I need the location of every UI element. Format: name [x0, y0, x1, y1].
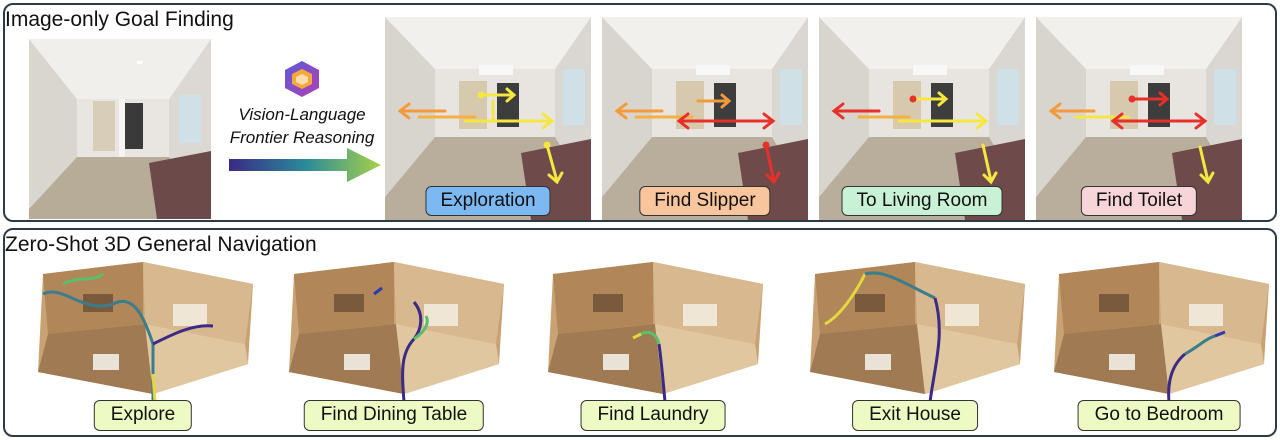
- goal-image: [29, 39, 211, 219]
- go-to-bedroom-frame: Go to Bedroom: [1039, 254, 1279, 434]
- frontier-arrows-icon: [614, 93, 781, 185]
- floorplan-3d-view: [810, 262, 1025, 403]
- tag-to-living-room: To Living Room: [841, 186, 1003, 216]
- explore-frame: Explore: [23, 254, 263, 434]
- tag-find-toilet: Find Toilet: [1080, 186, 1198, 216]
- frontier-arrows-icon: [1048, 91, 1215, 185]
- image-goal-panel: Image-only Goal Finding Visio: [3, 3, 1277, 222]
- floorplan-3d-view: [548, 262, 763, 403]
- nav-tag-explore: Explore: [93, 400, 193, 431]
- floorplan-3d-view: [1054, 262, 1269, 403]
- vlm-label-line1: Vision-Language: [238, 105, 366, 124]
- find-toilet-frame: Find Toilet: [1036, 17, 1242, 220]
- tag-exploration: Exploration: [425, 186, 551, 216]
- find-laundry-frame: Find Laundry: [533, 254, 773, 434]
- panel-title-general-navigation: Zero-Shot 3D General Navigation: [5, 233, 317, 256]
- gradient-arrow-icon: [229, 148, 381, 182]
- to-living-room-frame: To Living Room: [819, 17, 1025, 220]
- tag-find-slipper: Find Slipper: [639, 186, 771, 216]
- general-navigation-panel: Zero-Shot 3D General Navigation Explore: [3, 228, 1277, 437]
- vlm-logo-icon: [285, 61, 319, 97]
- nav-tag-exit-house: Exit House: [852, 400, 978, 431]
- exploration-frame: Exploration: [385, 17, 591, 220]
- panel-title-image-goal: Image-only Goal Finding: [5, 8, 234, 31]
- find-slipper-frame: Find Slipper: [602, 17, 808, 220]
- nav-tag-find-laundry: Find Laundry: [580, 400, 726, 431]
- vlm-label-line2: Frontier Reasoning: [229, 128, 375, 147]
- exit-house-frame: Exit House: [795, 254, 1035, 434]
- vlm-label: Vision-Language Frontier Reasoning: [223, 103, 381, 149]
- floorplan-3d-view: [38, 262, 253, 403]
- floorplan-3d-view: [289, 262, 504, 403]
- nav-tag-find-dining-table: Find Dining Table: [303, 400, 485, 431]
- nav-tag-go-to-bedroom: Go to Bedroom: [1077, 400, 1241, 431]
- find-dining-table-frame: Find Dining Table: [274, 254, 514, 434]
- frontier-arrows-icon: [831, 91, 998, 185]
- frontier-arrows-icon: [397, 87, 564, 185]
